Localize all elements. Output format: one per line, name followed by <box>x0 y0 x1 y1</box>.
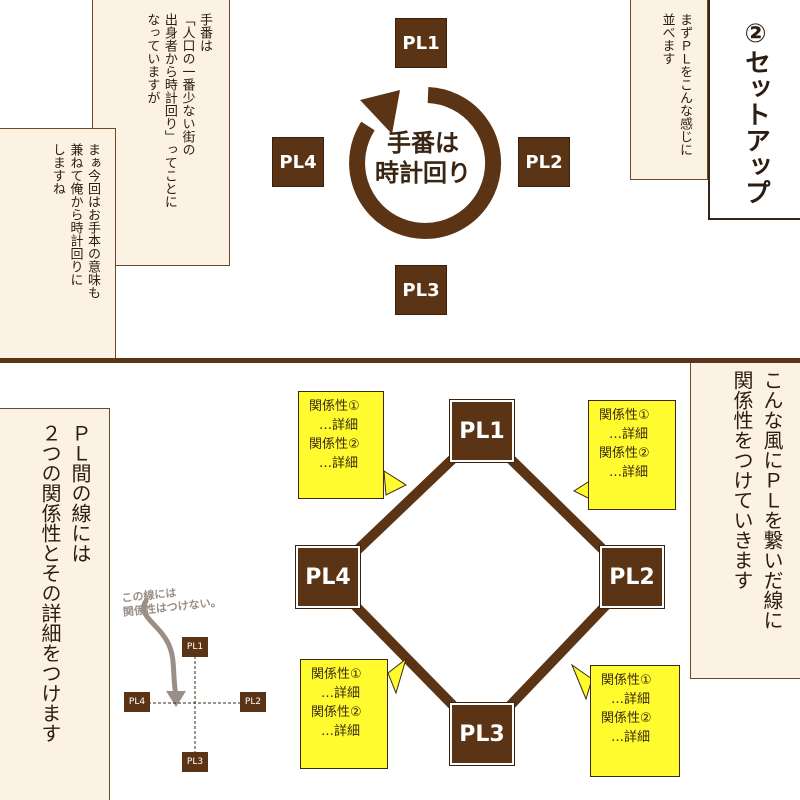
relationship-2-label: 関係性② <box>309 436 360 452</box>
relationship-2-detail: …詳細 <box>321 723 361 739</box>
relationship-2-label: 関係性② <box>311 704 362 720</box>
mini-diagram-arrow-icon <box>141 598 186 707</box>
relationship-note-pl1-pl4: 関係性① …詳細 関係性② …詳細 <box>298 391 384 499</box>
relationship-2-detail: …詳細 <box>611 729 651 745</box>
mini-player-pl4: PL4 <box>124 692 150 712</box>
mini-player-pl2: PL2 <box>240 692 266 712</box>
relationship-1-label: 関係性① <box>311 667 362 682</box>
relationship-2-detail: …詳細 <box>609 464 649 480</box>
clockwise-circle-icon <box>349 87 502 239</box>
relationship-1-label: 関係性① <box>599 408 650 423</box>
relationship-note-pl1-pl2: 関係性① …詳細 関係性② …詳細 <box>588 400 676 510</box>
player-box-pl1: PL1 <box>395 18 447 68</box>
relationship-1-label: 関係性① <box>601 673 652 688</box>
lines-note: ＰＬ間の線には ２つの関係性とその詳細をつけます <box>0 408 110 800</box>
panel-divider <box>0 358 800 363</box>
player-box-pl3: PL3 <box>450 703 514 765</box>
relationship-note-pl3-pl4: 関係性① …詳細 関係性② …詳細 <box>300 659 388 769</box>
section-title: ②セットアップ <box>740 19 771 205</box>
relationship-2-detail: …詳細 <box>319 455 359 471</box>
mini-player-pl1: PL1 <box>182 637 208 657</box>
relationship-1-label: 関係性① <box>309 399 360 414</box>
turn-order-label: 手番は 時計回り <box>363 128 483 188</box>
player-box-pl2: PL2 <box>518 137 570 187</box>
title-box: ②セットアップ <box>708 0 800 220</box>
mini-diagram-lines <box>138 651 254 757</box>
relationship-note-pl2-pl3: 関係性① …詳細 関係性② …詳細 <box>590 665 680 777</box>
turn-order-line-1: 手番は <box>387 129 459 157</box>
relationship-1-detail: …詳細 <box>321 685 361 701</box>
demo-note: まぁ今回はお手本の意味も 兼ねて俺から時計回りに しますね <box>0 128 116 358</box>
mini-player-pl3: PL3 <box>182 752 208 772</box>
setup-panel: ②セットアップ まずＰＬをこんな感じに 並べます 手番は 「人口の一番少ない街の… <box>0 0 800 358</box>
player-box-pl2: PL2 <box>600 546 664 608</box>
connect-note: こんな風にＰＬを繋いだ線に 関係性をつけていきます <box>690 363 800 679</box>
turn-order-line-2: 時計回り <box>375 159 471 187</box>
setup-instruction-note: まずＰＬをこんな感じに 並べます <box>630 0 708 180</box>
relationship-1-detail: …詳細 <box>609 426 649 442</box>
relationship-2-label: 関係性② <box>601 710 652 726</box>
player-box-pl3: PL3 <box>395 265 447 315</box>
relationship-1-detail: …詳細 <box>611 691 651 707</box>
player-box-pl4: PL4 <box>272 137 324 187</box>
player-box-pl1: PL1 <box>450 400 514 462</box>
relationship-panel: こんな風にＰＬを繋いだ線に 関係性をつけていきます ＰＬ間の線には ２つの関係性… <box>0 363 800 800</box>
player-box-pl4: PL4 <box>296 546 360 608</box>
relationship-2-label: 関係性② <box>599 445 650 461</box>
relationship-1-detail: …詳細 <box>319 417 359 433</box>
